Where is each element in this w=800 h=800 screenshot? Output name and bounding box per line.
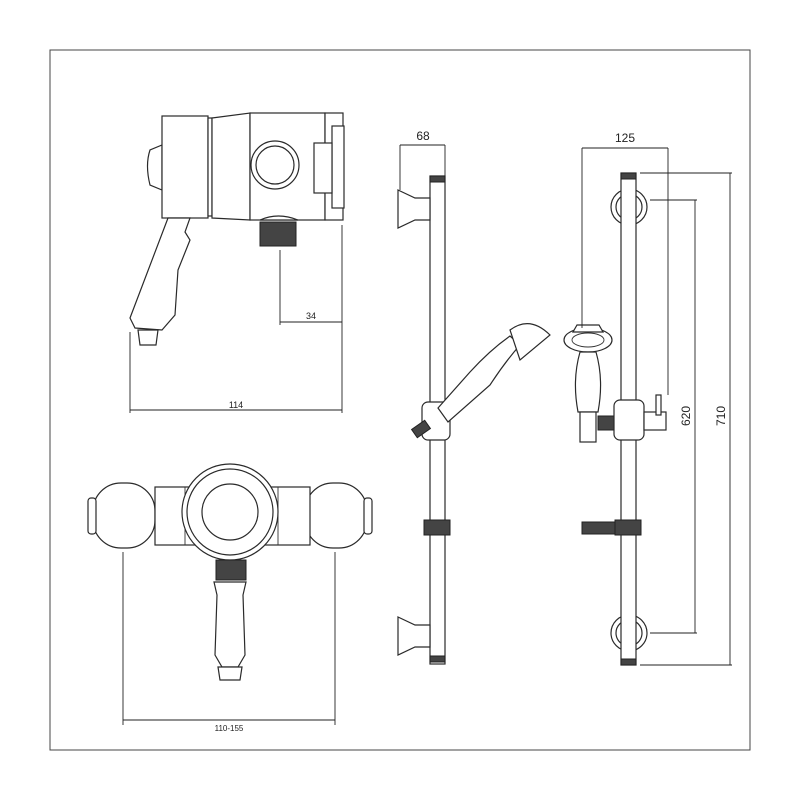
valve-side-view bbox=[129, 112, 345, 413]
dimension-label-125: 125 bbox=[615, 131, 635, 145]
riser-rail-side-view bbox=[397, 144, 551, 665]
dimension-label-34: 34 bbox=[306, 311, 316, 321]
dimension-label-68: 68 bbox=[416, 129, 430, 143]
dimension-label-710: 710 bbox=[714, 406, 728, 426]
dimension-label-114: 114 bbox=[229, 400, 243, 410]
riser-rail-front-view bbox=[563, 147, 732, 666]
dimension-label-620: 620 bbox=[679, 406, 693, 426]
dimension-label-110-155: 110-155 bbox=[215, 724, 244, 733]
valve-front-view bbox=[87, 463, 373, 725]
